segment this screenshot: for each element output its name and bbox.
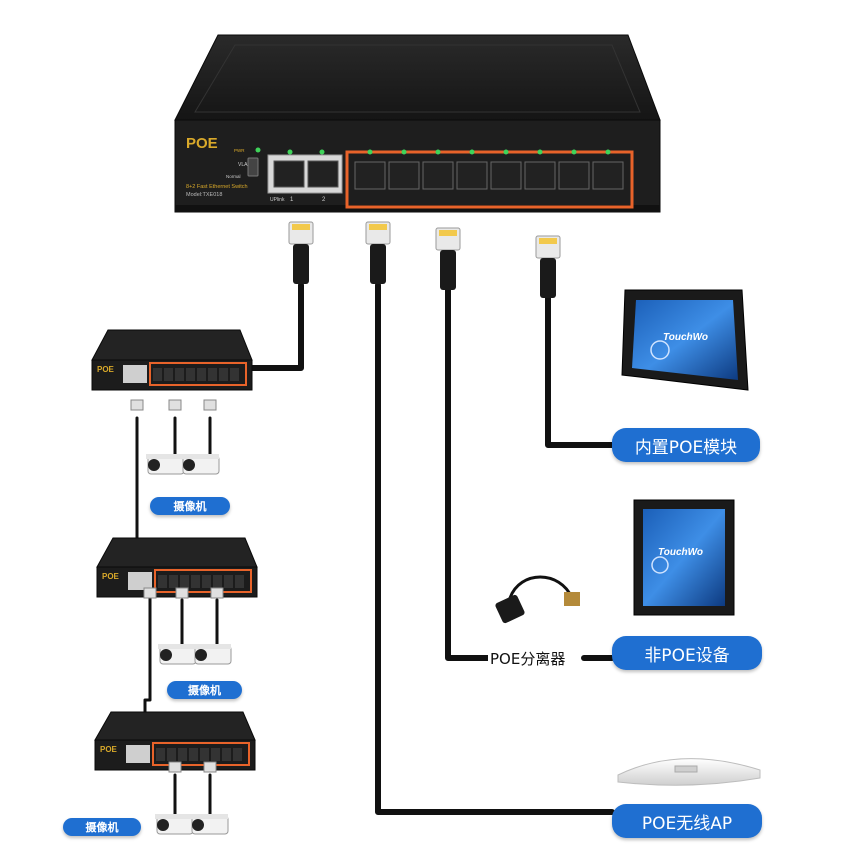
cascade-switch-2-brand: POE <box>102 572 120 581</box>
uplink-port-label-2: 2 <box>322 197 326 203</box>
vlan-label: VLAN <box>238 162 251 168</box>
cascade-switch-3: POE <box>94 711 256 771</box>
cable-splitter <box>445 282 493 661</box>
rj45-plug-1 <box>288 221 314 284</box>
poe-port-bezel <box>345 150 634 209</box>
label-builtin-poe: 内置POE模块 <box>612 428 760 462</box>
main-switch: POE 8+2 Fast Ethernet Switch Model:TXE01… <box>174 34 661 213</box>
rj45-connectors <box>288 221 561 298</box>
cable-cascade-1 <box>249 282 304 371</box>
cascade-switch-3-brand: POE <box>100 745 118 754</box>
tablet-2-brand: TouchWo <box>658 547 703 558</box>
label-camera-2: 摄像机 <box>167 681 242 699</box>
uplink-label: UPlink <box>270 197 285 203</box>
cascade-plugs <box>130 399 224 773</box>
uplink-port-2 <box>307 160 339 188</box>
label-poe-ap: POE无线AP <box>612 804 762 838</box>
tablet-1-brand: TouchWo <box>663 332 708 343</box>
rj45-plug-2 <box>365 221 391 284</box>
camera-group-3 <box>155 814 229 835</box>
main-switch-model-line: 8+2 Fast Ethernet Switch <box>186 184 248 190</box>
camera-group-2 <box>158 644 232 665</box>
cable-builtin-poe <box>545 292 615 448</box>
tablet-builtin-poe: TouchWo <box>621 289 749 391</box>
normal-label: Normal <box>226 174 241 179</box>
label-camera-1: 摄像机 <box>150 497 230 515</box>
rj45-plug-4 <box>535 235 561 298</box>
main-switch-brand: POE <box>186 135 218 152</box>
cable-poe-ap <box>375 282 615 815</box>
cascade-switch-1: POE <box>91 329 253 391</box>
camera-group-1 <box>146 454 220 475</box>
uplink-port-1 <box>273 160 305 188</box>
poe-splitter <box>495 575 580 624</box>
power-led <box>255 147 261 153</box>
cable-cascade-chain-1 <box>135 416 152 550</box>
poe-port-leds <box>367 149 611 155</box>
cascade-switch-1-brand: POE <box>97 365 115 374</box>
label-poe-splitter: POE分离器 <box>488 648 568 669</box>
cascade-switch-2: POE <box>96 537 258 598</box>
label-non-poe: 非POE设备 <box>612 636 762 670</box>
label-camera-3: 摄像机 <box>63 818 141 836</box>
poe-ports <box>354 161 624 190</box>
vlan-switch <box>247 157 259 177</box>
wireless-ap <box>617 758 761 786</box>
main-switch-model-code: Model:TXE018 <box>186 192 222 198</box>
main-switch-power-label: PWR <box>234 148 245 153</box>
tablet-non-poe: TouchWo <box>633 499 735 616</box>
rj45-plug-3 <box>435 227 461 290</box>
uplink-port-label-1: 1 <box>290 197 294 203</box>
